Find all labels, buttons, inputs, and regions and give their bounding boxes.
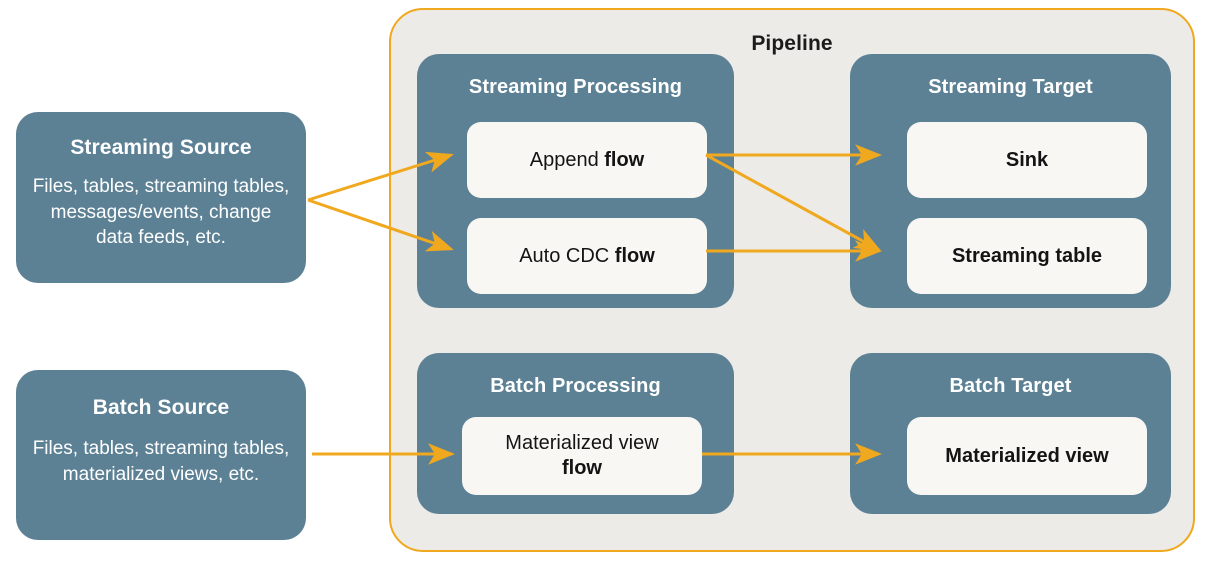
batch-source-description: Files, tables, streaming tables, materia…: [32, 438, 290, 485]
materialized-view-flow-strong: flow: [561, 457, 602, 479]
batch-processing-group: Batch Processing Materialized view flow: [417, 353, 734, 514]
batch-processing-title: Batch Processing: [490, 375, 661, 397]
streaming-processing-group: Streaming Processing Append flow Auto CD…: [417, 54, 734, 308]
pipeline-title: Pipeline: [751, 32, 833, 55]
card-append-flow: Append flow: [467, 122, 707, 198]
batch-source-box: Batch Source Files, tables, streaming ta…: [16, 370, 306, 540]
streaming-processing-title: Streaming Processing: [468, 76, 683, 98]
streaming-source-description: Files, tables, streaming tables, message…: [32, 176, 290, 249]
pipeline-container: Pipeline Streaming Processing Append flo…: [389, 8, 1195, 552]
streaming-source-title: Streaming Source: [70, 136, 252, 159]
auto-cdc-flow-prefix: Auto CDC: [519, 244, 615, 267]
materialized-view-flow-prefix: Materialized view: [505, 432, 659, 454]
auto-cdc-flow-strong: flow: [614, 244, 655, 267]
batch-target-title: Batch Target: [949, 375, 1072, 397]
streaming-source-box: Streaming Source Files, tables, streamin…: [16, 112, 306, 283]
batch-target-group: Batch Target Materialized view: [850, 353, 1171, 514]
card-materialized-view-flow: Materialized view flow: [462, 417, 702, 495]
card-sink: Sink: [907, 122, 1147, 198]
batch-source-title: Batch Source: [92, 396, 230, 419]
card-materialized-view: Materialized view: [907, 417, 1147, 495]
streaming-target-title: Streaming Target: [928, 76, 1093, 98]
card-auto-cdc-flow: Auto CDC flow: [467, 218, 707, 294]
append-flow-prefix: Append: [529, 148, 605, 171]
append-flow-strong: flow: [604, 148, 645, 171]
streaming-target-group: Streaming Target Sink Streaming table: [850, 54, 1171, 308]
card-streaming-table: Streaming table: [907, 218, 1147, 294]
